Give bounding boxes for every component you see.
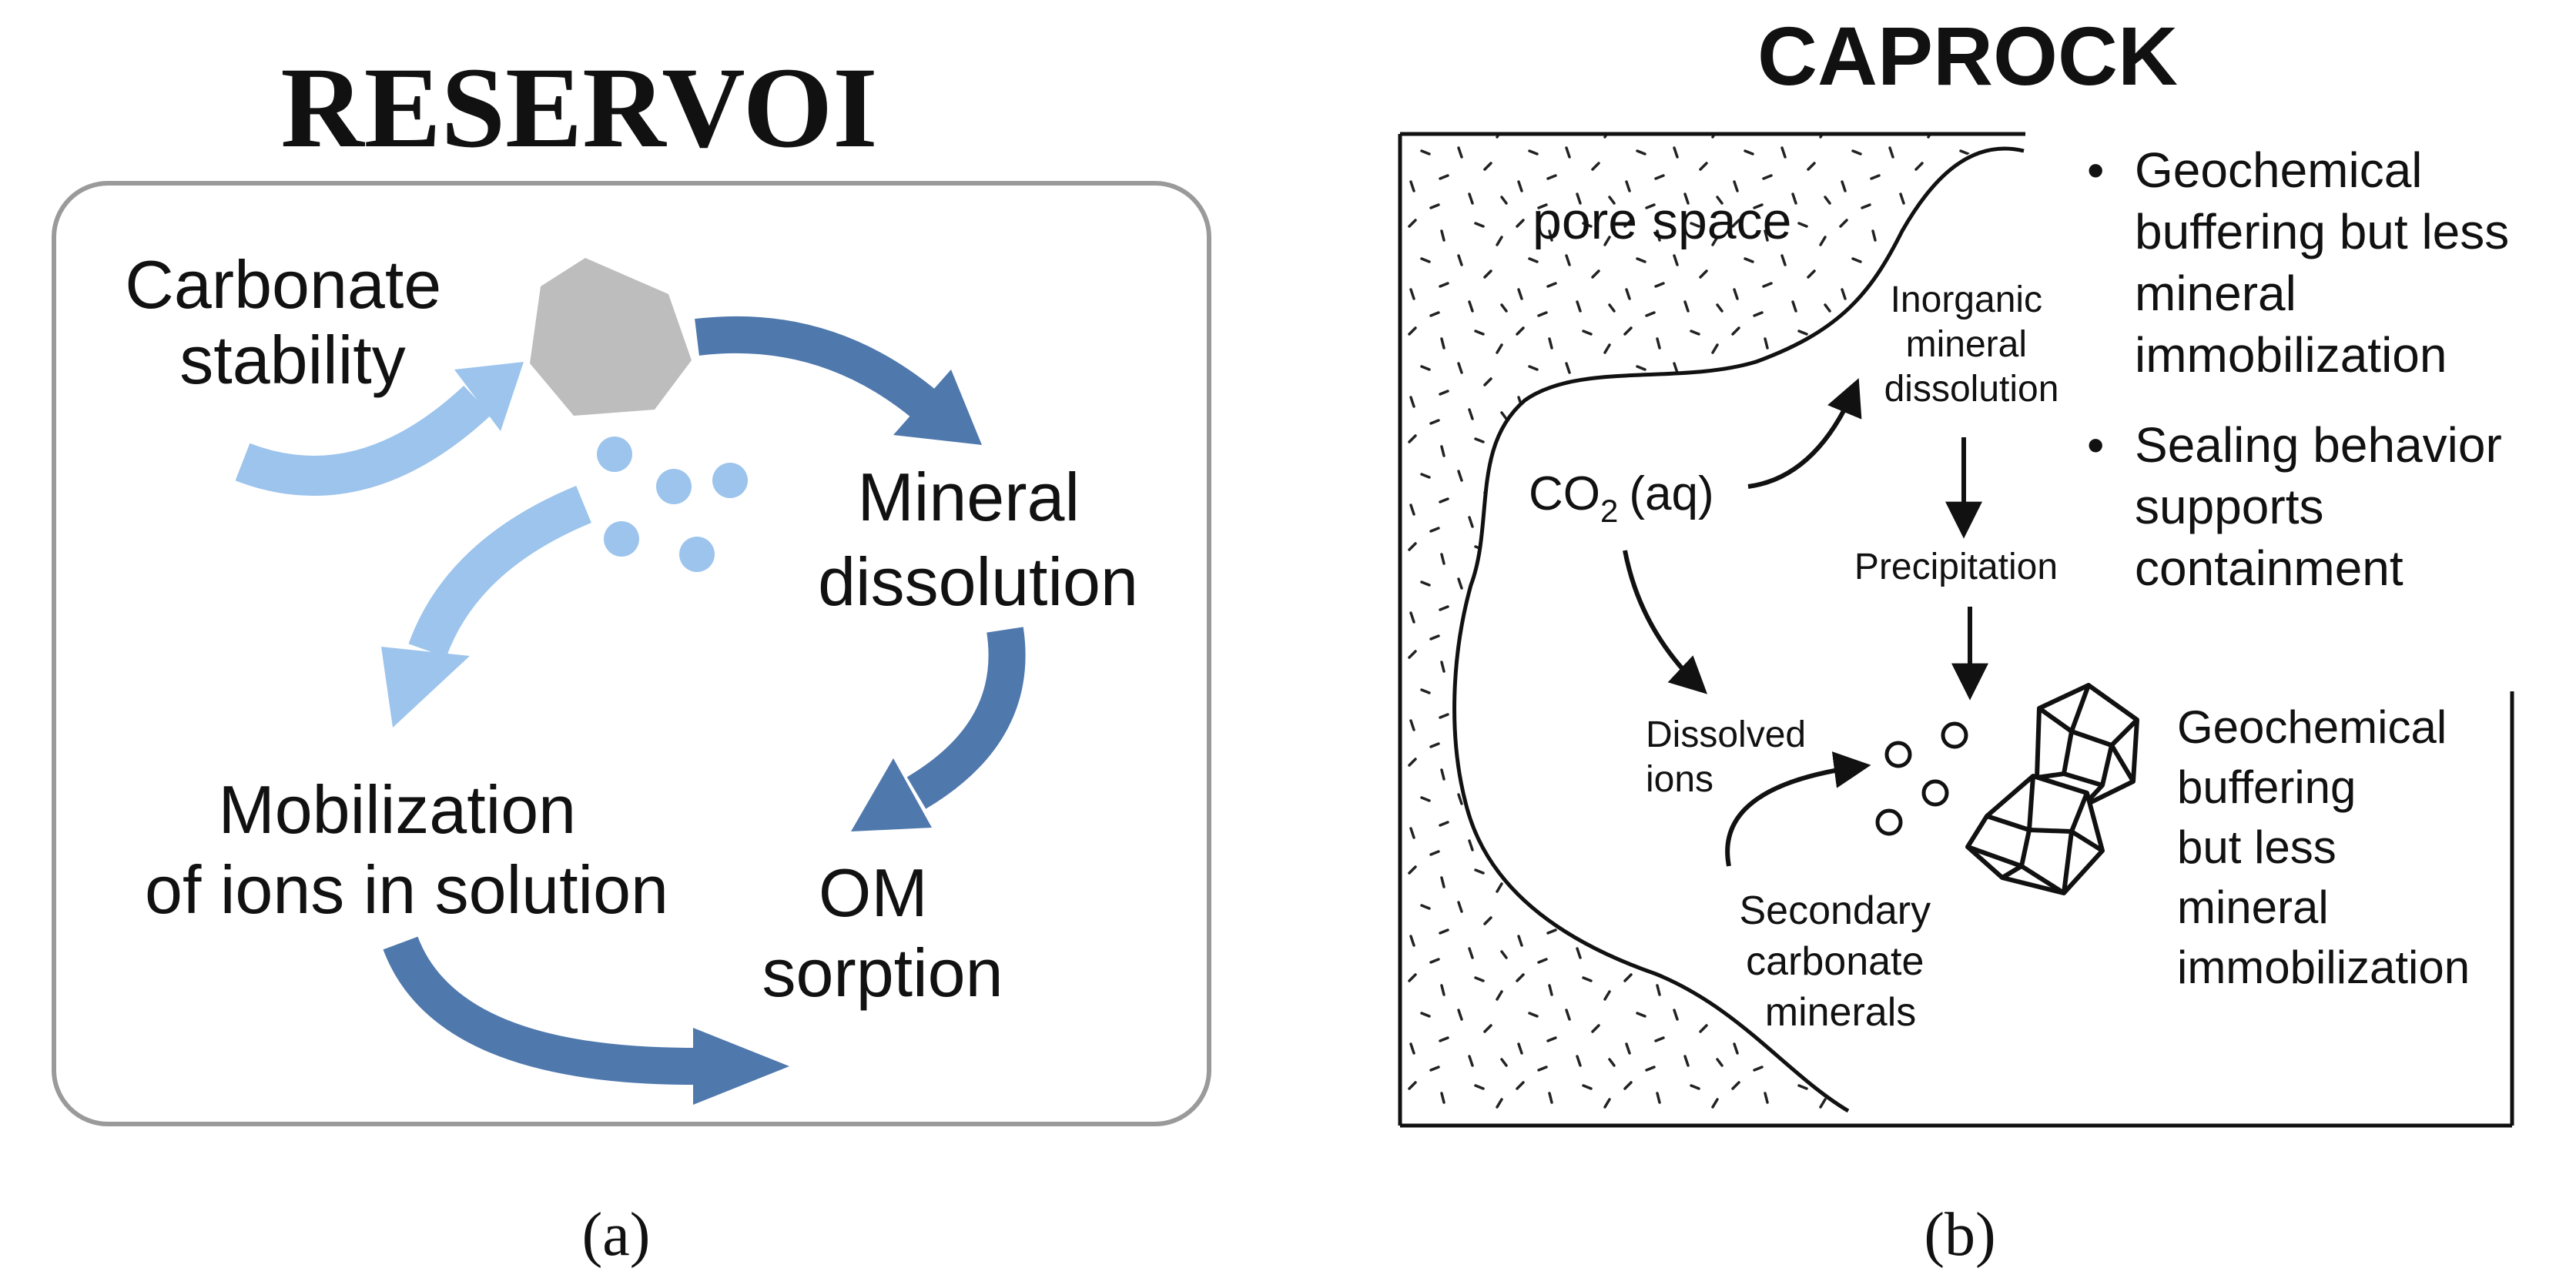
bullet-glyph: • bbox=[2087, 142, 2104, 198]
arrow-co2-to-dissolved bbox=[1623, 550, 1708, 694]
label-pore-space: pore space bbox=[1533, 192, 1791, 250]
arrow-rock-to-mineral bbox=[695, 316, 982, 445]
label-mobilization: Mobilization of ions in solution bbox=[145, 771, 668, 928]
panel-a: RESERVOI bbox=[52, 44, 1211, 1269]
label-secondary-carbonate: Secondary carbonate minerals bbox=[1739, 888, 1941, 1035]
bullet-item-1: • Geochemical buffering but less mineral… bbox=[2087, 142, 2523, 383]
arrow-carbonate-to-rock bbox=[235, 362, 524, 496]
label-inorganic-dissolution: Inorganic mineral dissolution bbox=[1884, 279, 2059, 410]
bullet-glyph: • bbox=[2087, 417, 2104, 473]
side-note: Geochemical buffering but less mineral i… bbox=[2177, 701, 2470, 993]
rock-texture-region bbox=[1402, 135, 2024, 1111]
svg-text:Sealing behavior sup: Sealing behavior supports containment bbox=[2135, 417, 2516, 596]
panel-b-title: CAPROCK bbox=[1757, 9, 2178, 102]
bullet-list: • Geochemical buffering but less mineral… bbox=[2087, 142, 2523, 596]
arrow-mobilization-to-om bbox=[383, 935, 789, 1105]
arrow-co2-to-inorganic bbox=[1747, 378, 1862, 489]
bullet-item-2: • Sealing behavior supports containment bbox=[2087, 417, 2516, 596]
ion-dots bbox=[597, 437, 748, 572]
svg-text:Geochemical bufferin: Geochemical buffering but less mineral i… bbox=[2135, 142, 2523, 383]
arrow-secondary-to-ions bbox=[1725, 751, 1871, 867]
panel-b-caption: (b) bbox=[1924, 1201, 1995, 1269]
arrow-ions-to-mobilization bbox=[381, 485, 591, 728]
pore-boundary-line bbox=[1452, 146, 2025, 1113]
panel-a-caption: (a) bbox=[582, 1201, 651, 1269]
panel-a-title: RESERVOI bbox=[280, 44, 877, 172]
process-arrows bbox=[1623, 378, 1988, 867]
arrow-mineral-to-om bbox=[851, 627, 1026, 831]
label-mineral-dissolution: Mineral dissolution bbox=[818, 459, 1138, 620]
label-precipitation: Precipitation bbox=[1854, 547, 2058, 587]
label-carbonate: Carbonate stability bbox=[125, 246, 460, 398]
rock-icon bbox=[530, 258, 692, 416]
label-om-sorption: OM sorption bbox=[762, 855, 1003, 1011]
dissolved-ion-circles bbox=[1875, 721, 1968, 836]
panel-b-frame bbox=[1398, 132, 2514, 1128]
panel-b: CAPROCK pore space Inorganic mineral dis… bbox=[1398, 9, 2523, 1269]
label-co2: CO2(aq) bbox=[1529, 467, 1714, 529]
crystal-icon-lower bbox=[1965, 774, 2105, 895]
label-dissolved-ions: Dissolved ions bbox=[1646, 714, 1816, 800]
